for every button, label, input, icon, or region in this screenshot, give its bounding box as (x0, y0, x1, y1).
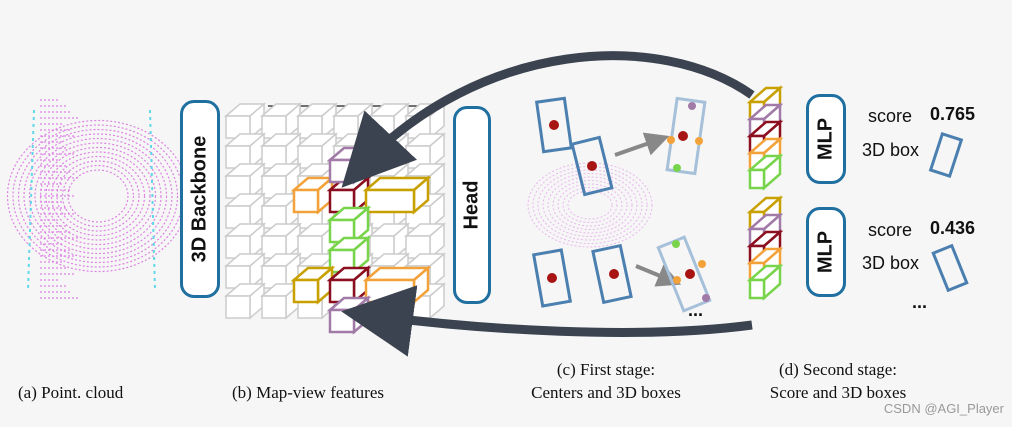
feature-cell (326, 235, 372, 275)
feature-cell (223, 222, 267, 260)
feature-cell (295, 102, 339, 140)
point-cloud (6, 99, 190, 299)
caption-c-line1: (c) First stage: (556, 360, 656, 379)
feature-cell (295, 132, 339, 170)
feature-cell (223, 102, 267, 140)
head-label: Head (460, 180, 483, 230)
backbone-label: 3D Backbone (188, 135, 211, 263)
box-label-top: 3D box (862, 140, 920, 160)
first-stage-boxes (531, 96, 712, 313)
caption-c-line2: Centers and 3D boxes (531, 383, 681, 402)
feature-cell (223, 132, 267, 170)
feature-cell (259, 132, 303, 170)
feature-cell (223, 282, 267, 320)
mlp-block-top: MLP (806, 94, 846, 184)
bottom-feedback-arrow (341, 285, 753, 357)
mlp-block-bottom: MLP (806, 207, 846, 297)
caption-a: (a) Point. cloud (18, 383, 124, 402)
caption-d-line1: (d) Second stage: (778, 360, 898, 379)
feature-cell (362, 175, 432, 215)
backbone-block: 3D Backbone (180, 100, 220, 298)
feature-cell (259, 102, 303, 140)
caption-b: (b) Map-view features (232, 383, 384, 402)
feature-cell (367, 222, 411, 260)
mlp-bottom-label: MLP (814, 230, 837, 274)
first-stage-cloud (527, 162, 653, 248)
more-first-stage: ... (688, 300, 704, 320)
score-value-bottom: 0.436 (930, 218, 976, 238)
feature-stack-top (746, 85, 784, 191)
feature-cell (362, 265, 432, 305)
feature-cell (223, 252, 267, 290)
feature-cell (223, 192, 267, 230)
stack-cell (746, 153, 784, 191)
watermark: CSDN @AGI_Player (883, 401, 1004, 416)
box-label-bottom: 3D box (862, 253, 920, 273)
score-label-bottom: score (868, 220, 913, 240)
feature-cell (331, 102, 375, 140)
stack-cell (746, 263, 784, 301)
feature-cell (403, 222, 447, 260)
output-box-top (928, 131, 964, 179)
more-outputs: ... (912, 292, 928, 312)
feature-cell (223, 162, 267, 200)
mlp-top-label: MLP (814, 117, 837, 161)
feature-cell (290, 265, 336, 305)
top-feedback-arrow (341, 51, 755, 188)
caption-d-line2: Score and 3D boxes (769, 383, 907, 402)
feature-cell (259, 222, 303, 260)
feature-grid (223, 102, 447, 335)
score-label-top: score (868, 106, 913, 126)
score-value-top: 0.765 (930, 104, 976, 124)
feature-cell (403, 132, 447, 170)
feature-stack-bottom (746, 195, 784, 301)
head-block: Head (453, 106, 491, 304)
output-box-bottom (931, 243, 969, 293)
